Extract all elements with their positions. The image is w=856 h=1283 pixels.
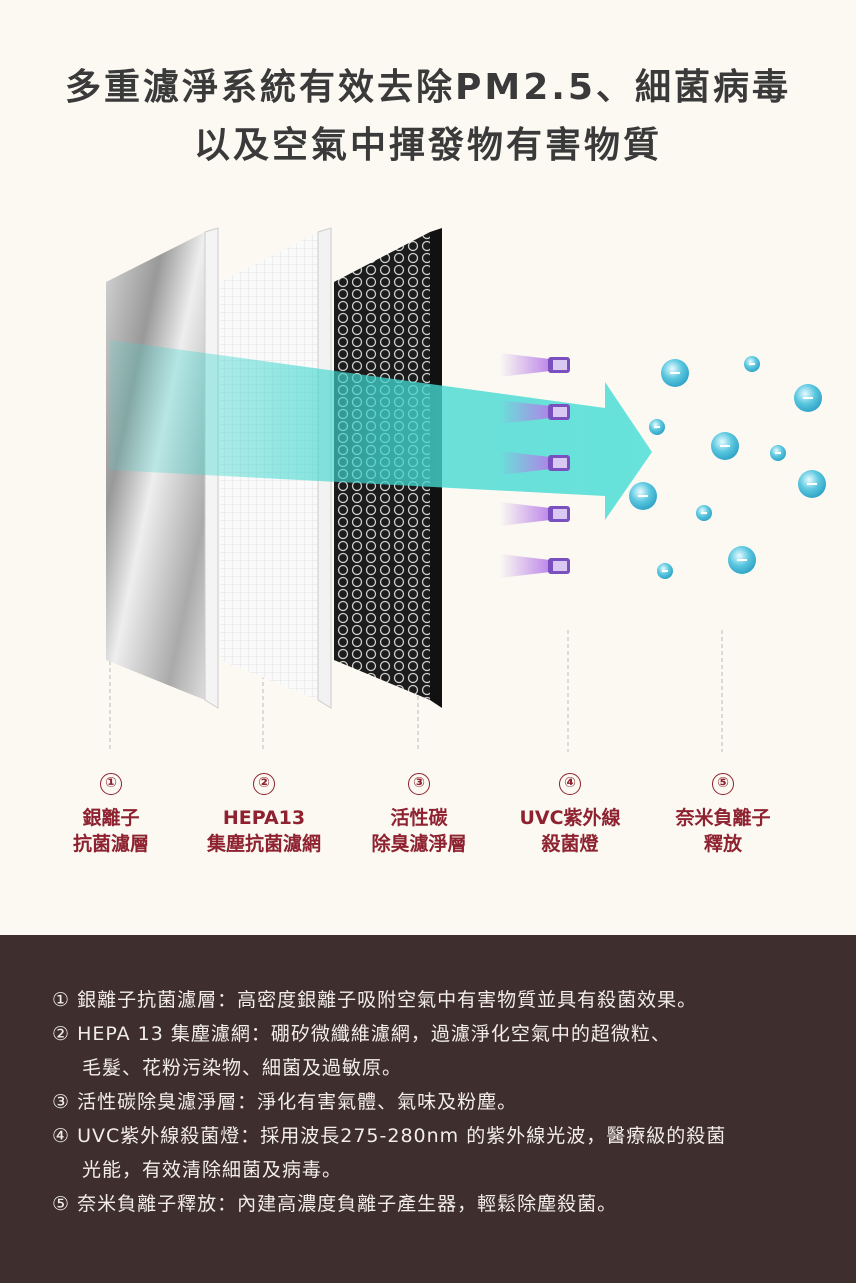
layer-name: 奈米負離子: [675, 807, 771, 829]
airflow-arrow: [110, 340, 652, 520]
layer-name: 活性碳: [390, 807, 448, 829]
description-line: ③ 活性碳除臭濾淨層：淨化有害氣體、氣味及粉塵。: [52, 1091, 518, 1113]
headline-line-2: 以及空氣中揮發物有害物質: [193, 125, 662, 166]
layer-name-sub: 釋放: [703, 833, 742, 855]
layer-name-sub: 除臭濾淨層: [371, 833, 467, 855]
layer-label-3: ③ 活性碳 除臭濾淨層: [334, 772, 504, 857]
layer-number: ②: [253, 773, 275, 795]
filter-illustration: [106, 227, 826, 752]
headline-line-1: 多重濾淨系統有效去除PM2.5、細菌病毒: [65, 67, 791, 108]
layer-label-2: ② HEPA13 集塵抗菌濾網: [179, 772, 349, 857]
layer-name-sub: 殺菌燈: [541, 833, 599, 855]
layer-number: ⑤: [712, 773, 734, 795]
layer-number: ③: [408, 773, 430, 795]
description-line: ④ UVC紫外線殺菌燈：採用波長275-280nm 的紫外線光波，醫療級的殺菌: [52, 1125, 727, 1147]
layer-name: HEPA13: [222, 807, 306, 829]
layer-label-4: ④ UVC紫外線 殺菌燈: [485, 772, 655, 857]
layer-label-5: ⑤ 奈米負離子 釋放: [638, 772, 808, 857]
layer-name-sub: 抗菌濾層: [72, 833, 149, 855]
description-line: 光能，有效清除細菌及病毒。: [82, 1159, 343, 1181]
description-line: ① 銀離子抗菌濾層：高密度銀離子吸附空氣中有害物質並具有殺菌效果。: [52, 989, 698, 1011]
uvc-lamps: [500, 353, 570, 578]
description-line: 毛髮、花粉污染物、細菌及過敏原。: [82, 1057, 403, 1079]
layer-name: 銀離子: [82, 807, 140, 829]
description-line: ⑤ 奈米負離子釋放：內建高濃度負離子產生器，輕鬆除塵殺菌。: [52, 1193, 618, 1215]
description-line: ② HEPA 13 集塵濾網：硼矽微纖維濾網，過濾淨化空氣中的超微粒、: [52, 1023, 671, 1045]
layer-number: ①: [100, 773, 122, 795]
layer-label-1: ① 銀離子 抗菌濾層: [26, 772, 196, 857]
negative-ions: [629, 356, 826, 579]
layer-number: ④: [559, 773, 581, 795]
layer-name-sub: 集塵抗菌濾網: [206, 833, 321, 855]
layer-name: UVC紫外線: [519, 807, 621, 829]
description-panel: ① 銀離子抗菌濾層：高密度銀離子吸附空氣中有害物質並具有殺菌效果。 ② HEPA…: [0, 935, 856, 1283]
guide-lines: [109, 630, 723, 752]
